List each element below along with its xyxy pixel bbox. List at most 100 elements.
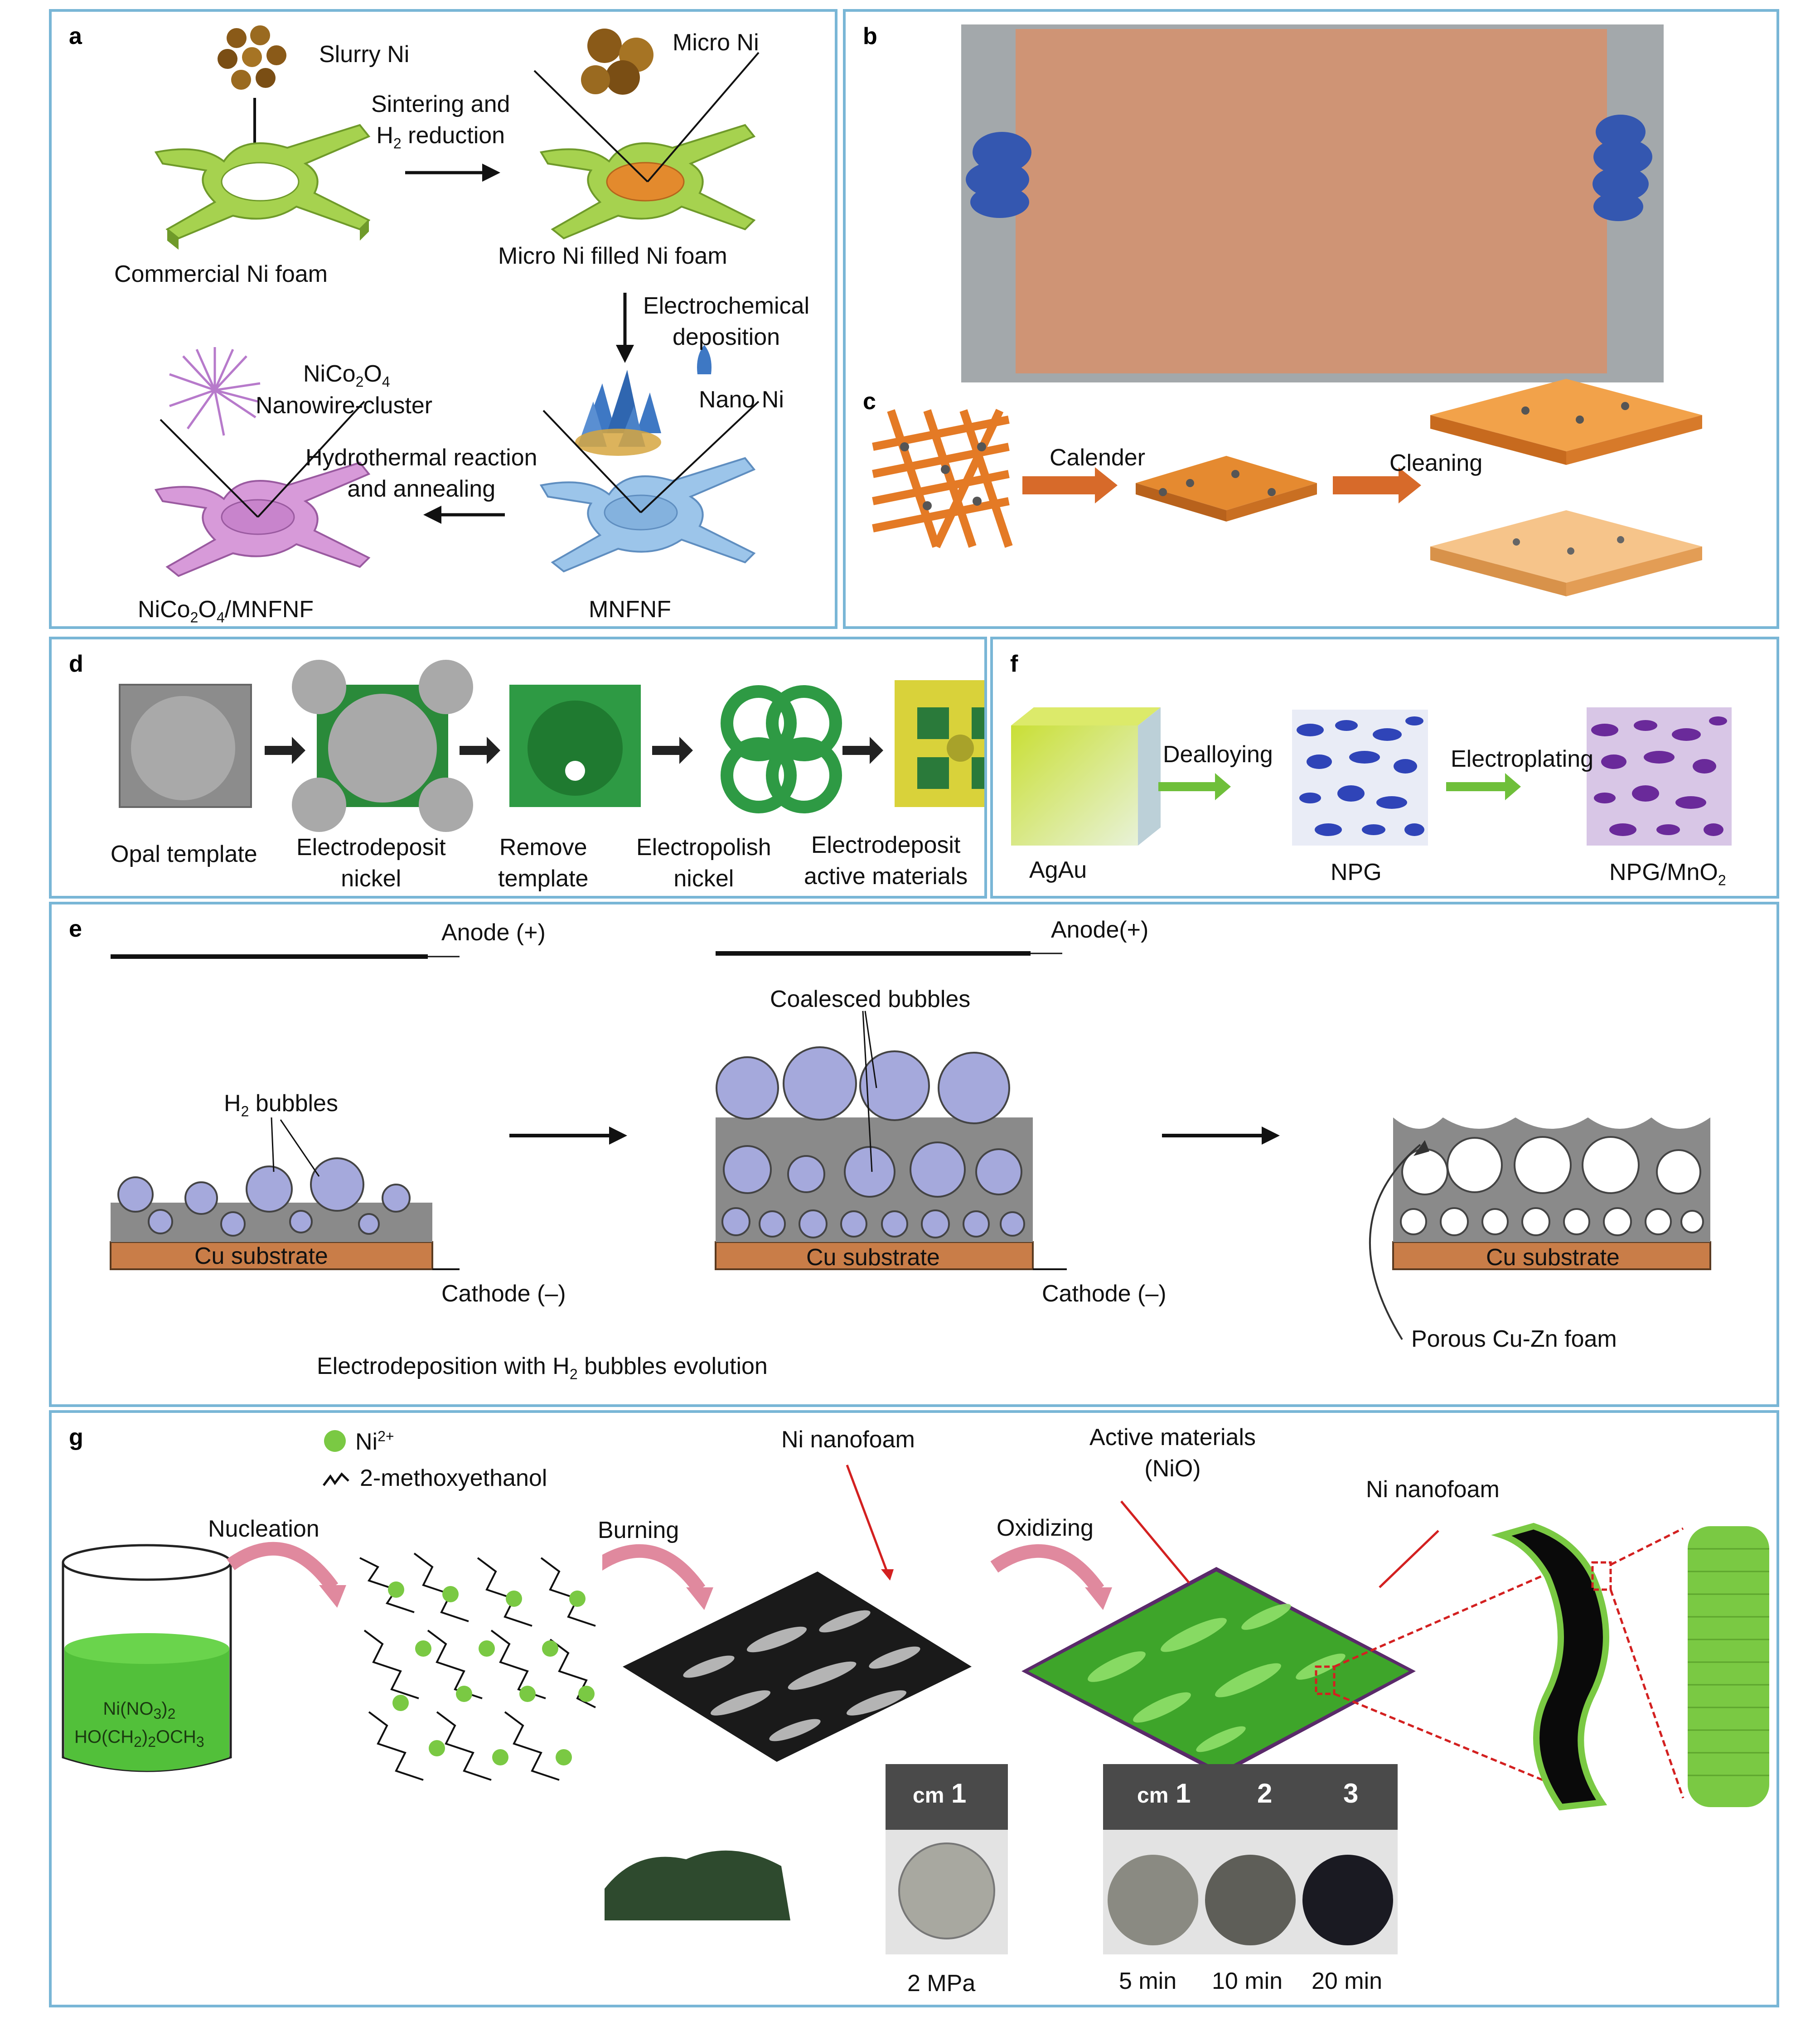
panel-e: e [49, 902, 1779, 1407]
ni-ion-legend: Ni2+ [355, 1428, 394, 1455]
beaker-formula: Ni(NO3)2 HO(CH2)2OCH3 [74, 1699, 204, 1750]
nucleation-network [353, 1544, 602, 1798]
burnt-foam-photo [605, 1850, 790, 1920]
panel-bc: b c [843, 9, 1779, 629]
dealloying-label: Dealloying [1163, 741, 1273, 768]
cathode-middle-label: Cathode (–) [1042, 1281, 1167, 1307]
ni-nanofoam-label-1: Ni nanofoam [781, 1426, 915, 1453]
panel-label-c: c [863, 388, 876, 415]
disc-photo-2mpa [886, 1764, 1008, 1954]
mnfnf-foam [539, 457, 756, 573]
panel-label-b: b [863, 23, 877, 49]
glove-left [966, 132, 1031, 218]
active-materials-label: Active materials(NiO) [1089, 1424, 1256, 1482]
anode-middle-label: Anode(+) [1051, 917, 1149, 943]
ni-nanofoam-label-2: Ni nanofoam [1366, 1476, 1500, 1503]
cube-electrodeposit-nickel [292, 660, 473, 832]
panel-label-g: g [69, 1424, 83, 1451]
nio-cylinder [1688, 1526, 1769, 1807]
lattice-calendered [1136, 456, 1317, 522]
s-shaped-strut [1491, 1523, 1612, 1811]
ruler-num-1a: 1 [951, 1778, 966, 1808]
nio-coated-sheet [1021, 1567, 1416, 1775]
nano-ni-cones [575, 345, 712, 456]
slurry-ni-label: Slurry Ni [319, 41, 410, 68]
panel-d: d [49, 637, 987, 899]
pressure-label: 2 MPa [907, 1970, 976, 1997]
panel-f: f [990, 637, 1779, 899]
micro-ni-label: Micro Ni [673, 29, 759, 56]
panel-label-f: f [1010, 651, 1018, 677]
lattice-cleaned-top [1430, 379, 1702, 465]
panel-d-graphics [119, 660, 984, 832]
cube-electropolish-nickel [721, 685, 842, 813]
lattice-cleaned-bottom [1430, 510, 1702, 596]
cu-substrate-left: Cu substrate [194, 1243, 328, 1269]
npg-cube [1292, 710, 1428, 846]
bubbles-left [117, 1157, 411, 1237]
cathode-left-label: Cathode (–) [441, 1281, 566, 1307]
npg-label: NPG [1331, 859, 1382, 885]
cleaning-label: Cleaning [1389, 450, 1483, 476]
ruler-num-2b: 2 [1257, 1778, 1272, 1808]
nanowire-cluster [169, 347, 261, 436]
time-label-10min: 10 min [1212, 1968, 1283, 1994]
electrodeposition-caption: Electrodeposition with H2 bubbles evolut… [317, 1353, 768, 1383]
lattice-original [872, 409, 1013, 548]
micro-ni-particles [581, 29, 653, 95]
panel-b-photo [961, 24, 1664, 382]
panel-g: g [49, 1410, 1779, 2007]
calender-label: Calender [1050, 445, 1146, 471]
nucleation-label: Nucleation [208, 1516, 319, 1542]
ruler-unit-1: cm [913, 1784, 944, 1808]
npg-mno2-cube [1587, 707, 1732, 846]
disc-photos-time [1103, 1764, 1398, 1954]
nano-ni-label: Nano Ni [699, 387, 784, 413]
nanowire-cluster-label: Nanowire-cluster [256, 392, 433, 419]
ni-nanofoam-sheet [623, 1571, 972, 1762]
sintering-label: Sintering and H2 reduction [371, 91, 510, 152]
cube-opal-template [119, 684, 252, 808]
panel-label-a: a [69, 23, 82, 49]
coalesced-bubbles-label: Coalesced bubbles [770, 986, 971, 1012]
nico2o4-label: NiCo2O4 [303, 361, 390, 390]
panel-a-graphics [154, 25, 760, 577]
cube-active-materials [895, 680, 984, 807]
pores-right [1400, 1136, 1704, 1236]
slurry-ni-particles [218, 25, 286, 90]
panel-label-d: d [69, 651, 83, 677]
methoxyethanol-legend: 2-methoxyethanol [360, 1465, 547, 1491]
panel-label-e: e [69, 916, 82, 942]
cube-remove-template [509, 685, 641, 807]
time-label-5min: 5 min [1119, 1968, 1177, 1994]
step-opal-template: Opal template [111, 841, 257, 867]
panel-c-graphics [872, 379, 1702, 596]
ruler-num-2c: 3 [1343, 1778, 1358, 1808]
ruler-unit-2: cm [1137, 1784, 1168, 1808]
panel-f-graphics [1011, 707, 1732, 846]
cu-substrate-right: Cu substrate [1486, 1244, 1620, 1271]
micro-ni-filled-label: Micro Ni filled Ni foam [498, 243, 727, 269]
nico2o4-mnfnf-label: NiCo2O4/MNFNF [138, 596, 314, 626]
panel-g-graphics: cm 1 cm 1 2 3 [62, 1430, 1769, 1954]
ruler-num-2a: 1 [1176, 1778, 1191, 1808]
agau-label: AgAu [1029, 857, 1087, 883]
time-label-20min: 20 min [1312, 1968, 1383, 1994]
npg-mno2-label: NPG/MnO2 [1609, 859, 1726, 889]
panel-a: a [49, 9, 837, 629]
bubbles-middle [716, 1046, 1025, 1238]
porous-foam-label: Porous Cu-Zn foam [1411, 1326, 1617, 1352]
glove-right [1592, 115, 1652, 221]
oxidizing-label: Oxidizing [997, 1515, 1094, 1541]
anode-left-label: Anode (+) [441, 919, 546, 946]
panel-e-graphics [110, 951, 1711, 1340]
commercial-ni-foam [154, 124, 371, 250]
burning-label: Burning [598, 1517, 679, 1543]
mnfnf-label: MNFNF [589, 596, 671, 623]
beaker [62, 1544, 232, 1772]
